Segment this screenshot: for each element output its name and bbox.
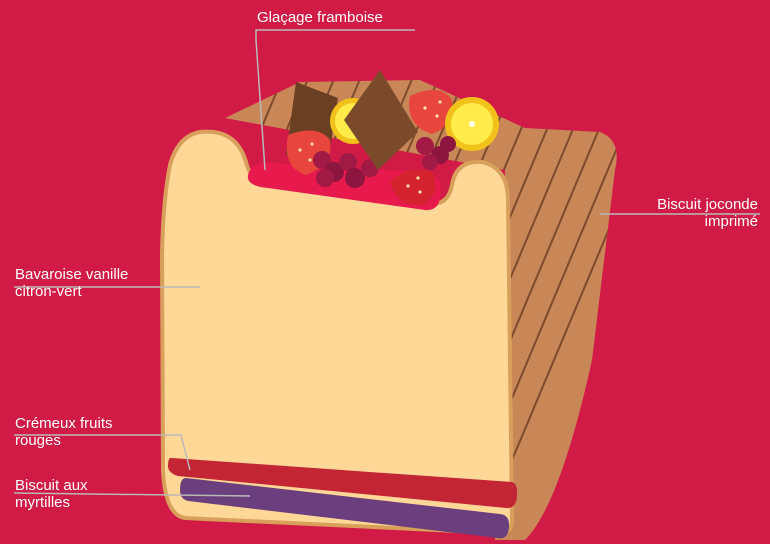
bavaroise-label: Bavaroise vanille citron-vert	[15, 266, 128, 300]
joconde-label: Biscuit joconde imprimé	[657, 196, 758, 230]
myrtilles-label: Biscuit aux myrtilles	[15, 477, 88, 511]
glacage-label: Glaçage framboise	[257, 9, 383, 26]
cremeux-label: Crémeux fruits rouges	[15, 415, 113, 449]
